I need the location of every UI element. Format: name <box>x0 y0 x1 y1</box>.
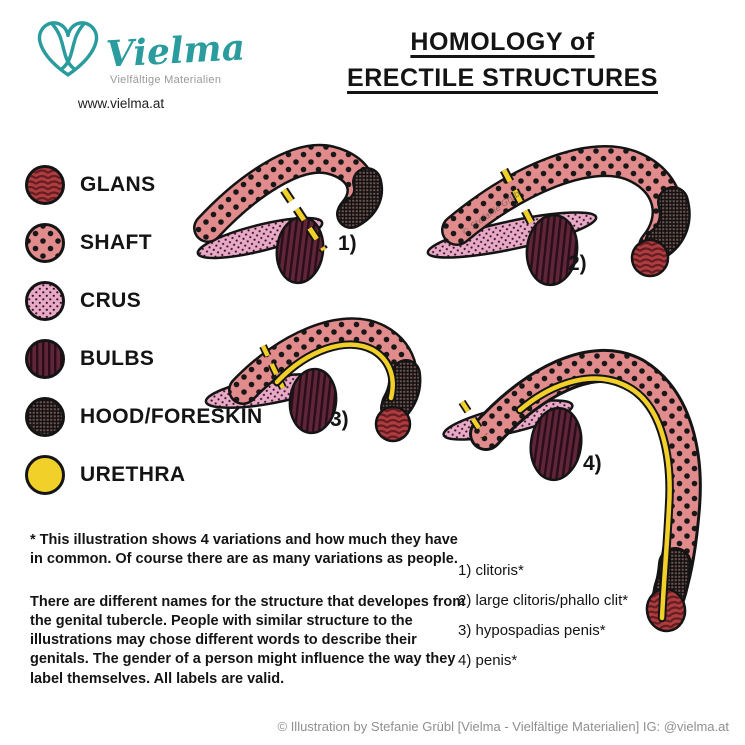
figure-1-number: 1) <box>338 232 357 255</box>
legend-row-urethra: URETHRA <box>24 454 205 496</box>
label-item-penis: 4) penis* <box>458 652 518 669</box>
legend-row-hood: HOOD/FORESKIN <box>24 396 263 438</box>
label-item-large-clitoris: 2) large clitoris/phallo clit* <box>458 592 629 609</box>
hood-swatch-icon <box>25 397 65 437</box>
legend-label-bulbs: BULBS <box>80 346 155 370</box>
figure-3-glans <box>374 405 412 443</box>
figure-1-urethra <box>281 188 327 252</box>
legend-label-hood-foreskin: HOOD/FORESKIN <box>80 404 263 428</box>
legend: GLANS SHAFT CRUS BULBS HOOD/FORESKIN <box>24 164 263 496</box>
figure-4-shaft <box>472 351 699 604</box>
glans-swatch-icon <box>25 165 65 205</box>
legend-label-urethra: URETHRA <box>80 462 186 486</box>
legend-row-glans: GLANS <box>24 164 205 206</box>
figure-1-hood <box>338 169 381 227</box>
legend-label-crus: CRUS <box>80 288 142 312</box>
figure-4-bulb <box>529 406 583 482</box>
legend-row-crus: CRUS <box>24 280 205 322</box>
label-item-clitoris: 1) clitoris* <box>458 562 524 579</box>
note-variations: * This illustration shows 4 variations a… <box>30 532 458 568</box>
figure-2-glans <box>630 238 670 278</box>
legend-label-shaft: SHAFT <box>80 230 152 254</box>
figure-labels-list: 1) clitoris* 2) large clitoris/phallo cl… <box>458 562 708 682</box>
note-naming: There are different names for the struct… <box>30 594 466 687</box>
title-line-2: ERECTILE STRUCTURES <box>347 64 658 93</box>
figure-2-hood <box>646 188 689 257</box>
urethra-swatch-icon <box>25 455 65 495</box>
figure-4-urethra <box>517 376 672 621</box>
figure-3-number: 3) <box>330 408 349 431</box>
legend-row-bulbs: BULBS <box>24 338 205 380</box>
figure-2-urethra <box>501 168 535 226</box>
copyright-line: © Illustration by Stefanie Grübl [Vielma… <box>277 719 730 734</box>
legend-row-shaft: SHAFT <box>24 222 205 264</box>
brand-subtitle: Vielfältige Materialien <box>110 74 222 86</box>
shaft-swatch-icon <box>25 223 65 263</box>
label-item-hypospadias-penis: 3) hypospadias penis* <box>458 622 606 639</box>
figure-3-urethra <box>274 342 395 401</box>
figure-4-urethra-dashed <box>460 400 486 438</box>
title-line-1: HOMOLOGY of <box>410 28 595 56</box>
figure-2-illustration: © Stefanie Grübl <box>426 145 691 287</box>
figure-4-number: 4) <box>583 452 602 475</box>
figure-2-bulb <box>525 213 579 287</box>
figure-3-urethra-dashed <box>260 345 286 389</box>
page-title: HOMOLOGY of ERECTILE STRUCTURES <box>330 24 675 97</box>
figure-3-illustration <box>204 317 422 443</box>
figure-2-number: 2) <box>568 252 587 275</box>
brand-block: Vielma Vielfältige Materialien www.vielm… <box>18 8 246 113</box>
brand-url: www.vielma.at <box>77 96 165 111</box>
figure-1-illustration <box>193 143 384 285</box>
figure-4-illustration <box>442 348 702 633</box>
brand-wordmark: Vielma <box>104 26 246 76</box>
vielma-heart-logo-icon <box>37 21 99 77</box>
figure-3-hood <box>382 361 419 421</box>
legend-label-glans: GLANS <box>80 172 156 196</box>
figure-3-bulb <box>288 367 338 435</box>
bulbs-swatch-icon <box>25 339 65 379</box>
crus-swatch-icon <box>25 281 65 321</box>
